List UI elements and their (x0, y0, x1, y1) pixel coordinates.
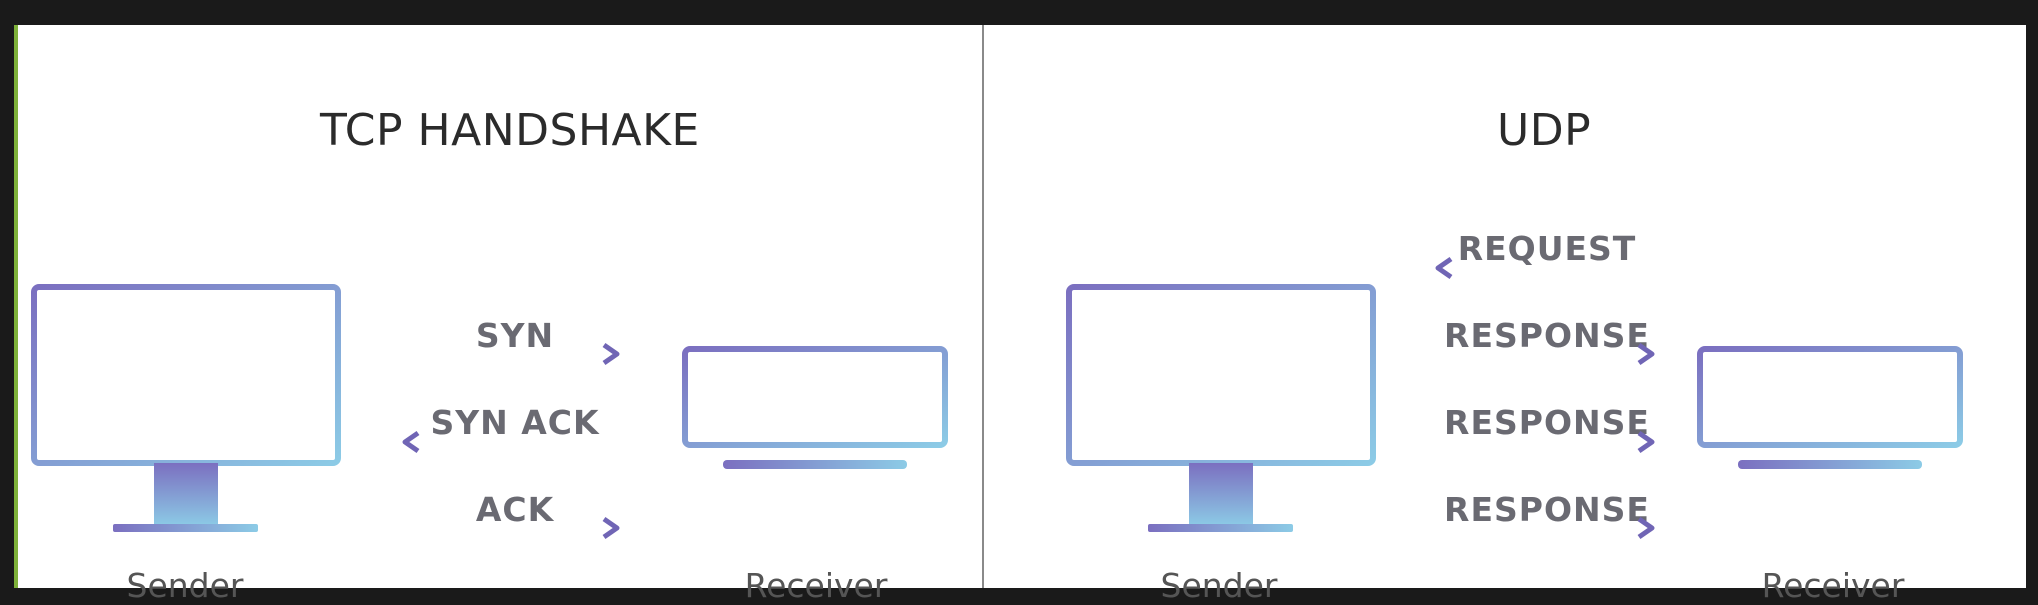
divider-line (982, 25, 984, 588)
udp-receiver-label: Receiver (1761, 566, 1905, 605)
tcp-sender-monitor-icon (31, 284, 341, 532)
tcp-sender-label: Sender (126, 566, 244, 605)
udp-msg-response-2: RESPONSE (1444, 403, 1650, 442)
udp-arrow-response-3 (1434, 516, 1655, 540)
tcp-arrow-syn-ack (402, 430, 622, 454)
udp-arrow-response-2 (1434, 430, 1655, 454)
udp-arrow-response-1 (1434, 342, 1655, 366)
panel-divider (970, 25, 996, 588)
udp-sender-label: Sender (1160, 566, 1278, 605)
tcp-msg-syn-ack: SYN ACK (430, 403, 600, 442)
tcp-msg-syn: SYN (475, 316, 555, 355)
udp-receiver-device-icon (1697, 346, 1963, 469)
udp-panel: UDP REQUEST RESPONSE RESPONSE RESPONSE S… (996, 25, 2026, 605)
tcp-receiver-label: Receiver (744, 566, 888, 605)
udp-sender-monitor-icon (1066, 284, 1376, 532)
udp-title: UDP (1497, 105, 1592, 156)
tcp-arrow-syn (400, 342, 620, 366)
tcp-title: TCP HANDSHAKE (320, 105, 700, 156)
udp-msg-request: REQUEST (1457, 229, 1637, 268)
tcp-arrow-ack (400, 516, 620, 540)
tcp-receiver-device-icon (682, 346, 948, 469)
udp-arrow-request (1435, 256, 1657, 280)
udp-msg-response-1: RESPONSE (1444, 316, 1650, 355)
tcp-msg-ack: ACK (475, 490, 555, 529)
udp-msg-response-3: RESPONSE (1444, 490, 1650, 529)
